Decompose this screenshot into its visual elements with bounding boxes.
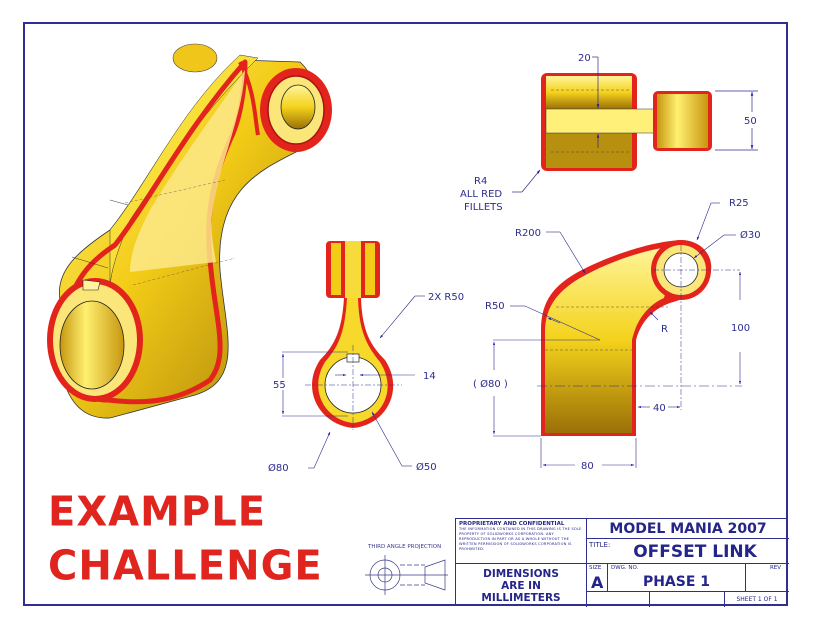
dim-offset-40: 40 [653,403,666,414]
title-block: PROPRIETARY AND CONFIDENTIAL THE INFORMA… [455,518,789,607]
dim-height-50: 50 [744,116,757,127]
dim-boss-radius: R25 [729,198,749,209]
units-note: DIMENSIONS ARE IN MILLIMETERS [456,564,587,607]
proprietary-body: THE INFORMATION CONTAINED IN THIS DRAWIN… [459,527,582,551]
front-view: R25 Ø30 R200 R50 R ( Ø80 ) 100 40 80 [473,198,761,472]
fillet-note-all-red: ALL RED [460,189,502,200]
units-line2: ARE IN [501,580,541,592]
dim-width-80: 80 [581,461,594,472]
fillet-note-fillets: FILLETS [464,202,503,213]
isometric-view [47,43,332,419]
size-value: A [591,573,604,592]
proprietary-title: PROPRIETARY AND CONFIDENTIAL [459,521,565,527]
size-label: SIZE [589,565,602,571]
empty-cell-2 [650,592,725,607]
units-line3: MILLIMETERS [481,592,561,604]
dim-inner-radius: R50 [485,301,505,312]
title-label: TITLE: [589,541,611,549]
dim-key-height: 55 [273,380,286,391]
challenge-heading-line2: CHALLENGE [48,542,323,590]
dwg-number-value: PHASE 1 [642,574,711,590]
dim-ref-dia: ( Ø80 ) [473,378,508,390]
dim-height-100: 100 [731,323,750,334]
dim-bore-dia: Ø50 [416,461,437,473]
dwg-number-label: DWG. NO. [611,565,639,571]
dim-hole-dia: Ø30 [740,229,761,241]
units-line1: DIMENSIONS [483,568,559,580]
third-angle-projection-symbol [365,555,448,595]
rev-cell: REV [746,564,789,592]
proprietary-notice: PROPRIETARY AND CONFIDENTIAL THE INFORMA… [456,519,587,564]
side-view: 2X R50 14 55 Ø80 Ø50 [268,241,464,474]
top-view: 20 50 R4 ALL RED FILLETS [460,53,758,213]
dim-inner-r-label: R [661,324,668,335]
dim-arc-radius: R200 [515,228,541,239]
dim-outer-dia: Ø80 [268,462,289,474]
dim-neck-radius: 2X R50 [428,292,464,303]
projection-label: THIRD ANGLE PROJECTION [368,544,442,550]
size-cell: SIZE A [587,564,608,592]
challenge-heading-line1: EXAMPLE [48,488,267,536]
drawing-title: OFFSET LINK [587,539,789,564]
fillet-note-r4: R4 [474,176,487,187]
dwg-number-cell: DWG. NO. PHASE 1 [608,564,746,592]
company-name: MODEL MANIA 2007 [587,519,789,539]
sheet-number: SHEET 1 OF 1 [736,596,778,603]
dim-thickness: 20 [578,53,591,64]
empty-cell-1 [587,592,650,607]
rev-label: REV [769,565,781,571]
dim-keyway: 14 [423,371,436,382]
